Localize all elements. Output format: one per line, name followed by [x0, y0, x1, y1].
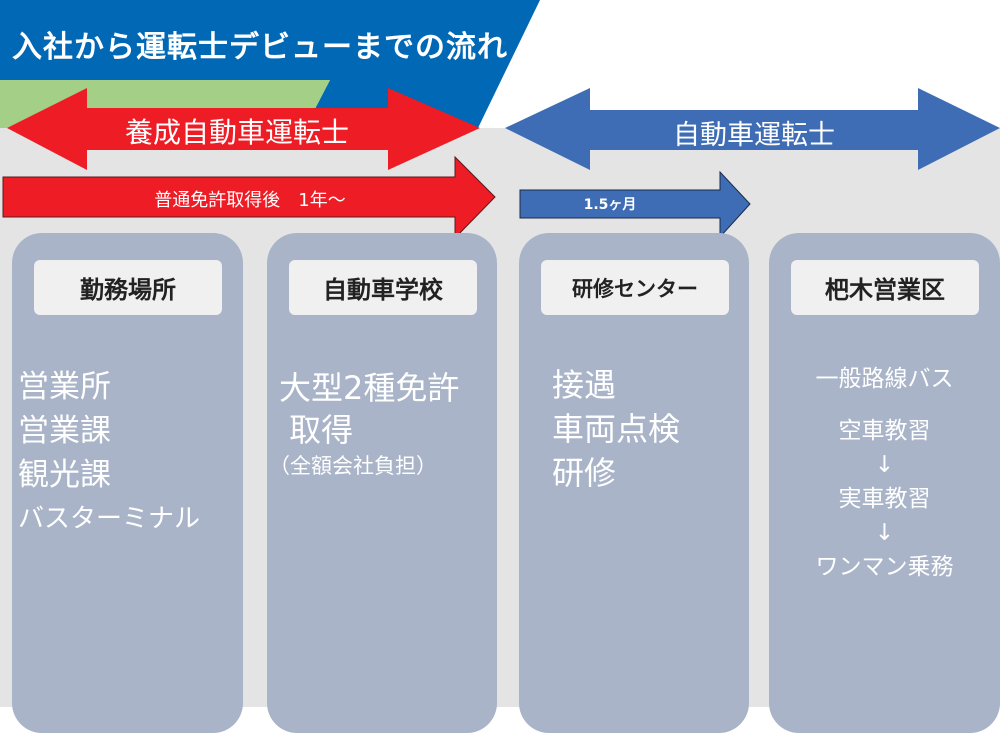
column-workplace: 勤務場所 営業所 営業課 観光課 バスターミナル	[12, 233, 243, 733]
school-item: 取得	[279, 411, 354, 449]
trainee-period-arrow	[2, 155, 496, 240]
office-item: 空車教習	[838, 418, 931, 444]
training-item: 車両点検	[552, 410, 681, 448]
office-item: 実車教習	[838, 486, 931, 512]
school-item: 大型2種免許	[279, 369, 460, 407]
trainee-label: 養成自動車運転士	[124, 116, 349, 149]
down-arrow-icon: ↓	[874, 452, 895, 478]
training-item: 研修	[552, 454, 617, 492]
column-header: 研修センター	[541, 260, 729, 315]
office-item: 一般路線バス	[815, 366, 954, 392]
trainee-double-arrow	[7, 88, 480, 170]
column-office: 杷木営業区 一般路線バス 空車教習 ↓ 実車教習 ↓ ワンマン乗務	[769, 233, 1000, 733]
down-arrow-icon: ↓	[874, 520, 895, 546]
office-item: ワンマン乗務	[815, 554, 954, 580]
driver-period-arrow	[519, 170, 751, 239]
column-header: 自動車学校	[289, 260, 477, 315]
column-driving-school: 自動車学校 大型2種免許 取得 （全額会社負担）	[267, 233, 497, 733]
workplace-item: 営業所	[18, 369, 111, 405]
school-item: （全額会社負担）	[269, 454, 437, 478]
column-header: 杷木営業区	[791, 260, 979, 315]
workplace-item: バスターミナル	[18, 504, 201, 534]
workplace-item: 営業課	[18, 413, 111, 449]
training-item: 接遇	[552, 366, 617, 404]
driver-double-arrow	[505, 88, 1000, 170]
page-title: 入社から運転士デビューまでの流れ	[12, 30, 508, 65]
trainee-period-label: 普通免許取得後 1年～	[154, 190, 346, 211]
workplace-item: 観光課	[18, 457, 111, 493]
column-training-center: 研修センター 接遇 車両点検 研修	[519, 233, 749, 733]
column-header: 勤務場所	[34, 260, 222, 315]
driver-period-label: 1.5ヶ月	[583, 197, 637, 213]
driver-label: 自動車運転士	[673, 120, 835, 151]
